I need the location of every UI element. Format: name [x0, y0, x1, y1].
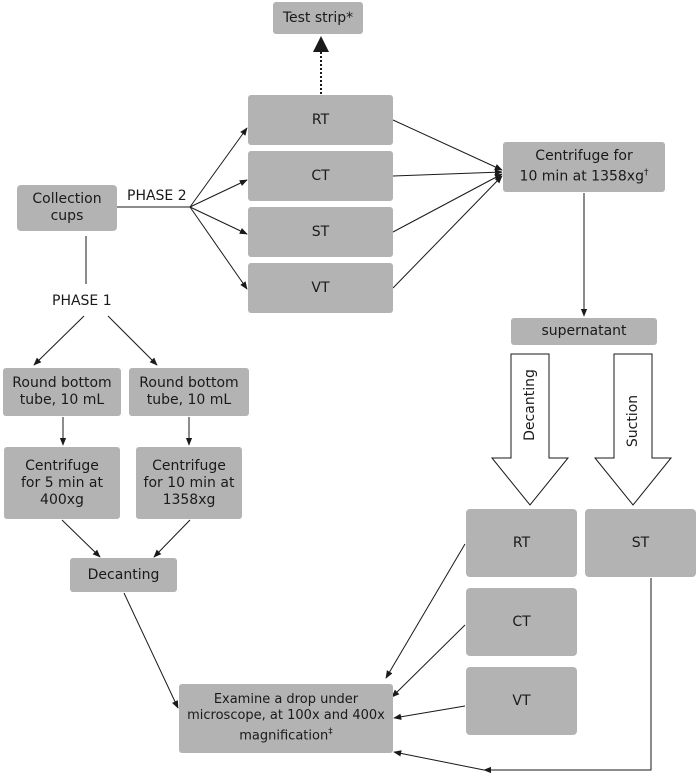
centrifuge-main-box: Centrifuge for 10 min at 1358xg†: [503, 142, 665, 192]
ct-bottom-label: CT: [512, 613, 531, 630]
round-bottom-left-box: Round bottom tube, 10 mL: [3, 368, 121, 416]
centrifuge-right-box: Centrifuge for 10 min at 1358xg: [136, 447, 242, 519]
st-bottom-label: ST: [631, 534, 650, 551]
st-bottom-box: ST: [585, 509, 696, 577]
round-bottom-right-line2: tube, 10 mL: [146, 392, 232, 408]
phase1-label: PHASE 1: [52, 293, 112, 309]
centrifuge-left-box: Centrifuge for 5 min at 400xg: [4, 447, 120, 519]
arrow-rt-bottom-to-examine: [385, 543, 466, 679]
dagger-mark: †: [643, 168, 649, 179]
ct-top-box: CT: [248, 151, 393, 201]
supernatant-box: supernatant: [511, 318, 657, 345]
arrow-ct-to-centrifuge: [392, 169, 503, 177]
arrow-to-round-right: [107, 315, 158, 366]
examine-box: Examine a drop under microscope, at 100x…: [179, 684, 393, 753]
examine-line2: microscope, at 100x and 400x: [187, 708, 385, 724]
centrifuge-left-line2: for 5 min at: [21, 474, 103, 491]
arrow-to-round-left: [33, 315, 85, 366]
centrifuge-left-line1: Centrifuge: [25, 457, 99, 474]
collection-cups-box: Collection cups: [17, 185, 117, 231]
collection-cups-line1: Collection: [32, 191, 102, 207]
double-dagger-mark: ‡: [328, 727, 333, 738]
arrow-centrifuge-left-to-decanting: [61, 519, 101, 558]
centrifuge-right-line2: for 10 min at: [143, 474, 235, 491]
vt-top-label: VT: [311, 279, 330, 296]
st-top-box: ST: [248, 207, 393, 257]
st-bottom-return-line: [483, 578, 652, 774]
examine-line3: magnification‡: [239, 727, 333, 744]
arrow-rt-to-centrifuge: [392, 119, 503, 171]
dotted-arrow-head: [313, 36, 329, 52]
rt-bottom-box: RT: [466, 509, 577, 577]
arrow-decanting-to-examine: [123, 592, 179, 709]
arrow-to-vt-top: [189, 206, 248, 290]
decanting-block-arrow: [490, 353, 570, 506]
arrow-vt-to-centrifuge: [392, 175, 503, 289]
examine-line1: Examine a drop under: [213, 692, 359, 708]
suction-block-arrow: [593, 353, 673, 506]
rt-bottom-label: RT: [512, 534, 531, 551]
centrifuge-main-line2: 10 min at 1358xg†: [519, 168, 649, 185]
round-bottom-left-line1: Round bottom: [12, 375, 112, 391]
test-strip-label: Test strip*: [282, 9, 354, 26]
vt-top-box: VT: [248, 263, 393, 313]
ct-top-label: CT: [311, 167, 330, 184]
decanting-box-label: Decanting: [87, 566, 160, 583]
round-bottom-left-line2: tube, 10 mL: [19, 392, 105, 408]
rt-top-box: RT: [248, 95, 393, 145]
arrow-to-st-top: [189, 206, 248, 235]
centrifuge-main-line1: Centrifuge for: [535, 148, 633, 165]
arrow-to-ct-top: [189, 179, 248, 208]
decanting-arrow-label: Decanting: [522, 369, 538, 441]
round-bottom-right-box: Round bottom tube, 10 mL: [129, 368, 249, 416]
arrow-centrifuge-right-to-decanting: [153, 519, 191, 558]
suction-arrow-label: Suction: [625, 394, 641, 448]
phase2-label: PHASE 2: [127, 188, 187, 204]
arrow-to-rt-top: [189, 127, 248, 208]
arrow-st-to-centrifuge: [392, 173, 503, 233]
arrow-return-to-examine: [393, 750, 485, 771]
round-bottom-right-line1: Round bottom: [139, 375, 239, 391]
test-strip-box: Test strip*: [273, 2, 363, 34]
arrow-vt-bottom-to-examine: [393, 705, 466, 720]
ct-bottom-box: CT: [466, 588, 577, 656]
vt-bottom-label: VT: [512, 692, 531, 709]
collection-cups-line2: cups: [50, 208, 84, 224]
supernatant-label: supernatant: [541, 323, 627, 339]
rt-top-label: RT: [311, 111, 330, 128]
st-top-label: ST: [311, 223, 330, 240]
centrifuge-left-line3: 400xg: [40, 491, 84, 508]
vt-bottom-box: VT: [466, 667, 577, 735]
centrifuge-right-line3: 1358xg: [162, 491, 216, 508]
decanting-box: Decanting: [70, 558, 177, 592]
centrifuge-right-line1: Centrifuge: [152, 457, 226, 474]
arrow-ct-bottom-to-examine: [391, 624, 466, 698]
